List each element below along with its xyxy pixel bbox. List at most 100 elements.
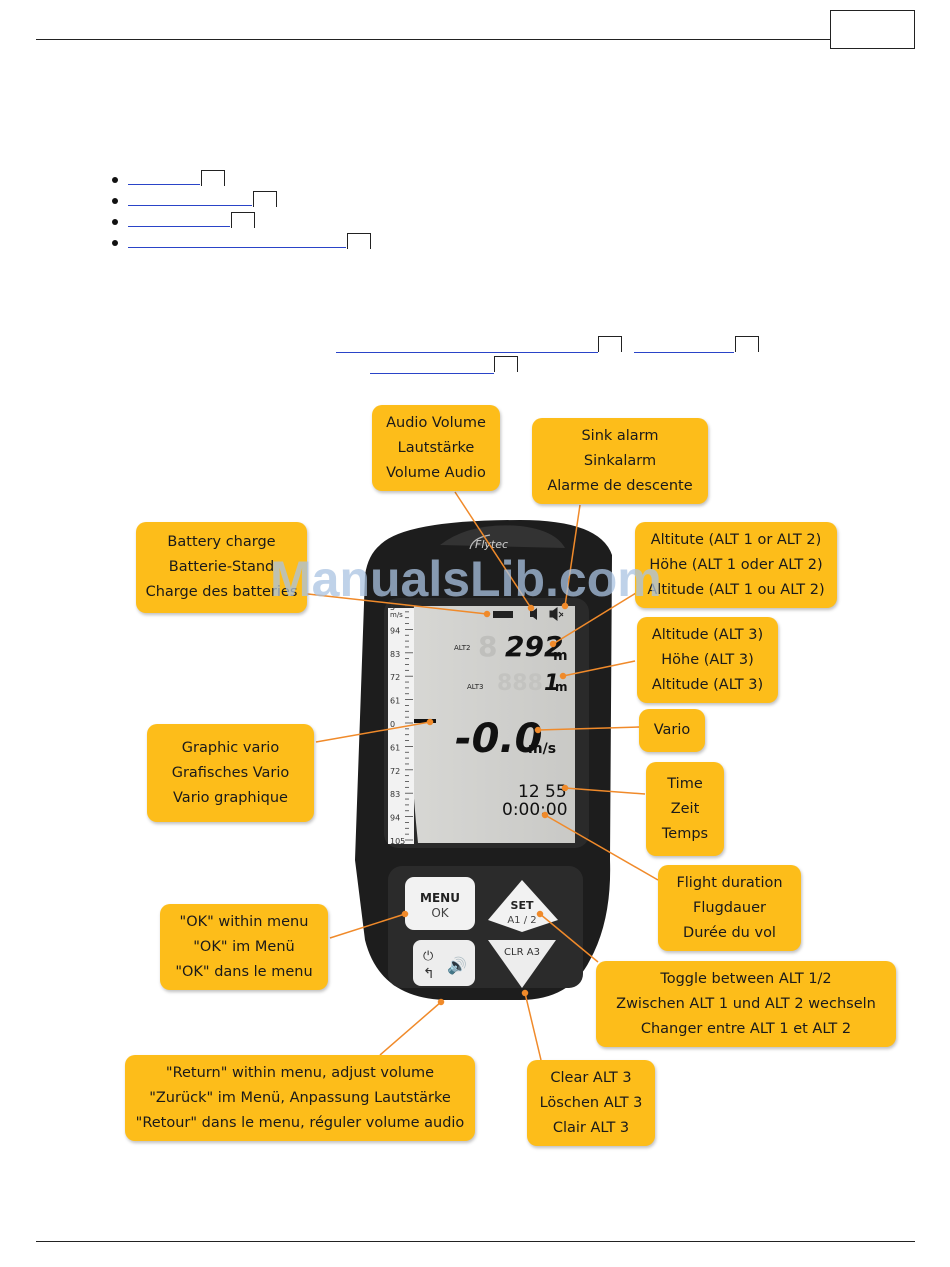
arrow-altitude12 [552,592,637,645]
callout-line: Graphic vario [181,739,280,756]
arrow-toggle [539,913,599,963]
link[interactable] [128,233,346,248]
callout-ok: "OK" within menu "OK" im Menü "OK" dans … [160,904,328,990]
page-ref-box [253,191,277,207]
header-rule [36,39,832,40]
scale-tick-label: 83 [390,790,400,799]
alt2-ghost-digits: 8 [478,630,497,663]
arrowhead [401,910,409,918]
page-ref-box [735,336,759,352]
callout-line: Batterie-Stand [168,559,275,575]
callout-line: Charge des batteries [145,584,298,600]
scale-tick-label: 94 [390,814,400,823]
sink-alarm-icon [549,607,564,621]
lcd-screen [410,606,575,843]
graphic-vario-bar [414,719,436,723]
callout-vario: Vario [639,709,705,752]
callout-battery: Battery charge Batterie-Stand Charge des… [136,522,307,613]
vario-unit: m/s [528,741,556,757]
clr-button-label: CLR A3 [504,947,540,958]
callout-line: "Retour" dans le menu, réguler volume au… [135,1114,465,1131]
arrow-sink [564,504,581,607]
callout-return-volume: "Return" within menu, adjust volume "Zur… [125,1055,475,1141]
link[interactable] [370,359,494,374]
scale-tick-label: 0 [390,720,395,729]
scale-tick-label: 61 [390,697,400,706]
arrow-time [564,787,646,795]
menu-button-label: MENU [420,891,460,905]
flytec-logo-swoosh [469,534,491,550]
callout-line: "OK" dans le menu [175,963,313,980]
callout-sink-alarm: Sink alarm Sinkalarm Alarme de descente [532,418,708,504]
callout-line: Zeit [670,800,700,817]
link[interactable] [128,191,252,206]
arrow-graphic [315,721,431,743]
scale-tick-label: 5 [390,603,395,612]
arrowhead [536,910,544,918]
callout-line: Changer entre ALT 1 et ALT 2 [640,1020,852,1037]
callout-line: Time [667,775,703,792]
link[interactable] [128,170,200,185]
arrowhead [426,718,434,726]
page-ref-box [494,356,518,372]
return-icon: ↰ [423,966,435,982]
callout-line: "OK" im Menü [193,938,295,955]
arrowhead [541,811,549,819]
alt3-tag: ALT3 [467,683,483,691]
callout-line: Altitude (ALT 1 ou ALT 2) [647,581,825,598]
scale-tick-label: 83 [390,650,400,659]
callout-line: Clear ALT 3 [550,1069,632,1086]
alt3-ghost-digits: 888 [497,671,543,696]
callout-line: Flight duration [676,874,783,891]
arrow-duration [544,814,659,881]
brand-label: Flytec [475,538,508,551]
callout-line: Flugdauer [693,899,766,916]
arrowhead [561,784,569,792]
scale-tick-label: 72 [390,767,400,776]
page-ref-box [347,233,371,249]
watermark: ManualsLib.com [270,551,662,607]
power-icon: ⏻ [423,949,433,964]
duration-value: 0:00:00 [502,800,568,820]
arrowhead [534,726,542,734]
callout-line: Sink alarm [581,427,659,444]
link[interactable] [634,338,734,353]
scale-unit: m/s [390,611,403,619]
return-volume-button[interactable] [413,940,475,986]
menu-ok-button[interactable] [405,877,475,930]
callout-line: Durée du vol [683,924,776,941]
callout-clear-alt3: Clear ALT 3 Löschen ALT 3 Clair ALT 3 [527,1060,655,1146]
alt2-unit: m [553,648,568,664]
arrow-altitude3 [562,660,636,677]
callout-line: "OK" within menu [179,913,309,930]
arrow-return [379,1001,442,1056]
callout-graphic-vario: Graphic vario Grafisches Vario Vario gra… [147,724,314,822]
callout-line: Lautstärke [397,439,475,456]
callout-line: Altitude (ALT 3) [651,676,764,693]
callout-altitude-1-2: Altitute (ALT 1 or ALT 2) Höhe (ALT 1 od… [635,522,837,608]
link[interactable] [128,212,230,227]
device-top [440,525,565,548]
battery-icon [493,611,513,618]
callout-audio-volume: Audio Volume Lautstärke Volume Audio [372,405,500,491]
arrow-audio [454,491,532,609]
callout-arrows [289,491,659,1061]
callout-line: Sinkalarm [583,452,657,469]
page-ref-box [598,336,622,352]
alt3-unit: m [555,680,568,694]
scale-tick-label: 61 [390,743,400,752]
set-button[interactable] [488,880,558,932]
page-ref-box [231,212,255,228]
callout-time: Time Zeit Temps [646,762,724,856]
bullet-icon [112,219,118,225]
clr-button[interactable] [488,940,556,988]
callout-line: Toggle between ALT 1/2 [660,970,832,987]
alt3-value: 1 [544,671,559,696]
link[interactable] [336,338,598,353]
callout-line: Löschen ALT 3 [539,1094,643,1111]
set-button-sub: A1 / 2 [507,915,536,926]
arrow-clear [524,992,542,1061]
callout-line: Zwischen ALT 1 und ALT 2 wechseln [616,995,876,1012]
